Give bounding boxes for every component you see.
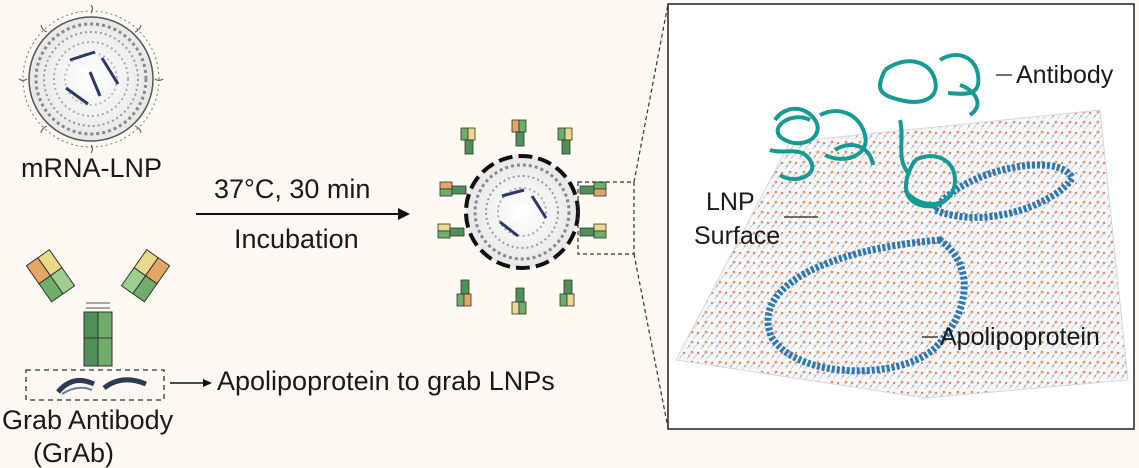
- incubation-arrow: [196, 208, 410, 220]
- apolipoprotein-helix: [764, 236, 968, 375]
- incubation-conditions-label: 37°C, 30 min: [214, 174, 371, 204]
- apolipoprotein-callout-arrow: [170, 379, 212, 387]
- zoom-indicator: [577, 3, 669, 429]
- incubation-label: Incubation: [234, 224, 359, 254]
- md-snapshot-panel: [667, 3, 1135, 430]
- figure: mRNA-LNP 37°C, 30 min Incubation Apolipo…: [2, 3, 1135, 467]
- lnp-surface-label-line1: LNP: [706, 188, 755, 216]
- lnp-surface-label-line2: Surface: [694, 222, 781, 250]
- apolipoprotein-label: Apolipoprotein: [940, 323, 1100, 351]
- grab-antibody-abbrev: (GrAb): [33, 438, 114, 468]
- grab-antibody-glyph: [25, 248, 171, 401]
- antibody-structure: [769, 53, 981, 209]
- mrna-lnp-particle: [18, 4, 164, 154]
- apolipoprotein-callout-label: Apolipoprotein to grab LNPs: [217, 366, 555, 396]
- lnp-surface-sheet: [675, 109, 1129, 399]
- mrna-lnp-label: mRNA-LNP: [21, 153, 163, 183]
- antibody-label: Antibody: [1016, 61, 1114, 89]
- grab-antibody-label: Grab Antibody: [2, 405, 174, 435]
- diagram-graphics: [18, 3, 1135, 430]
- attached-antibodies: [437, 119, 607, 315]
- antibody-coated-lnp: [464, 154, 580, 270]
